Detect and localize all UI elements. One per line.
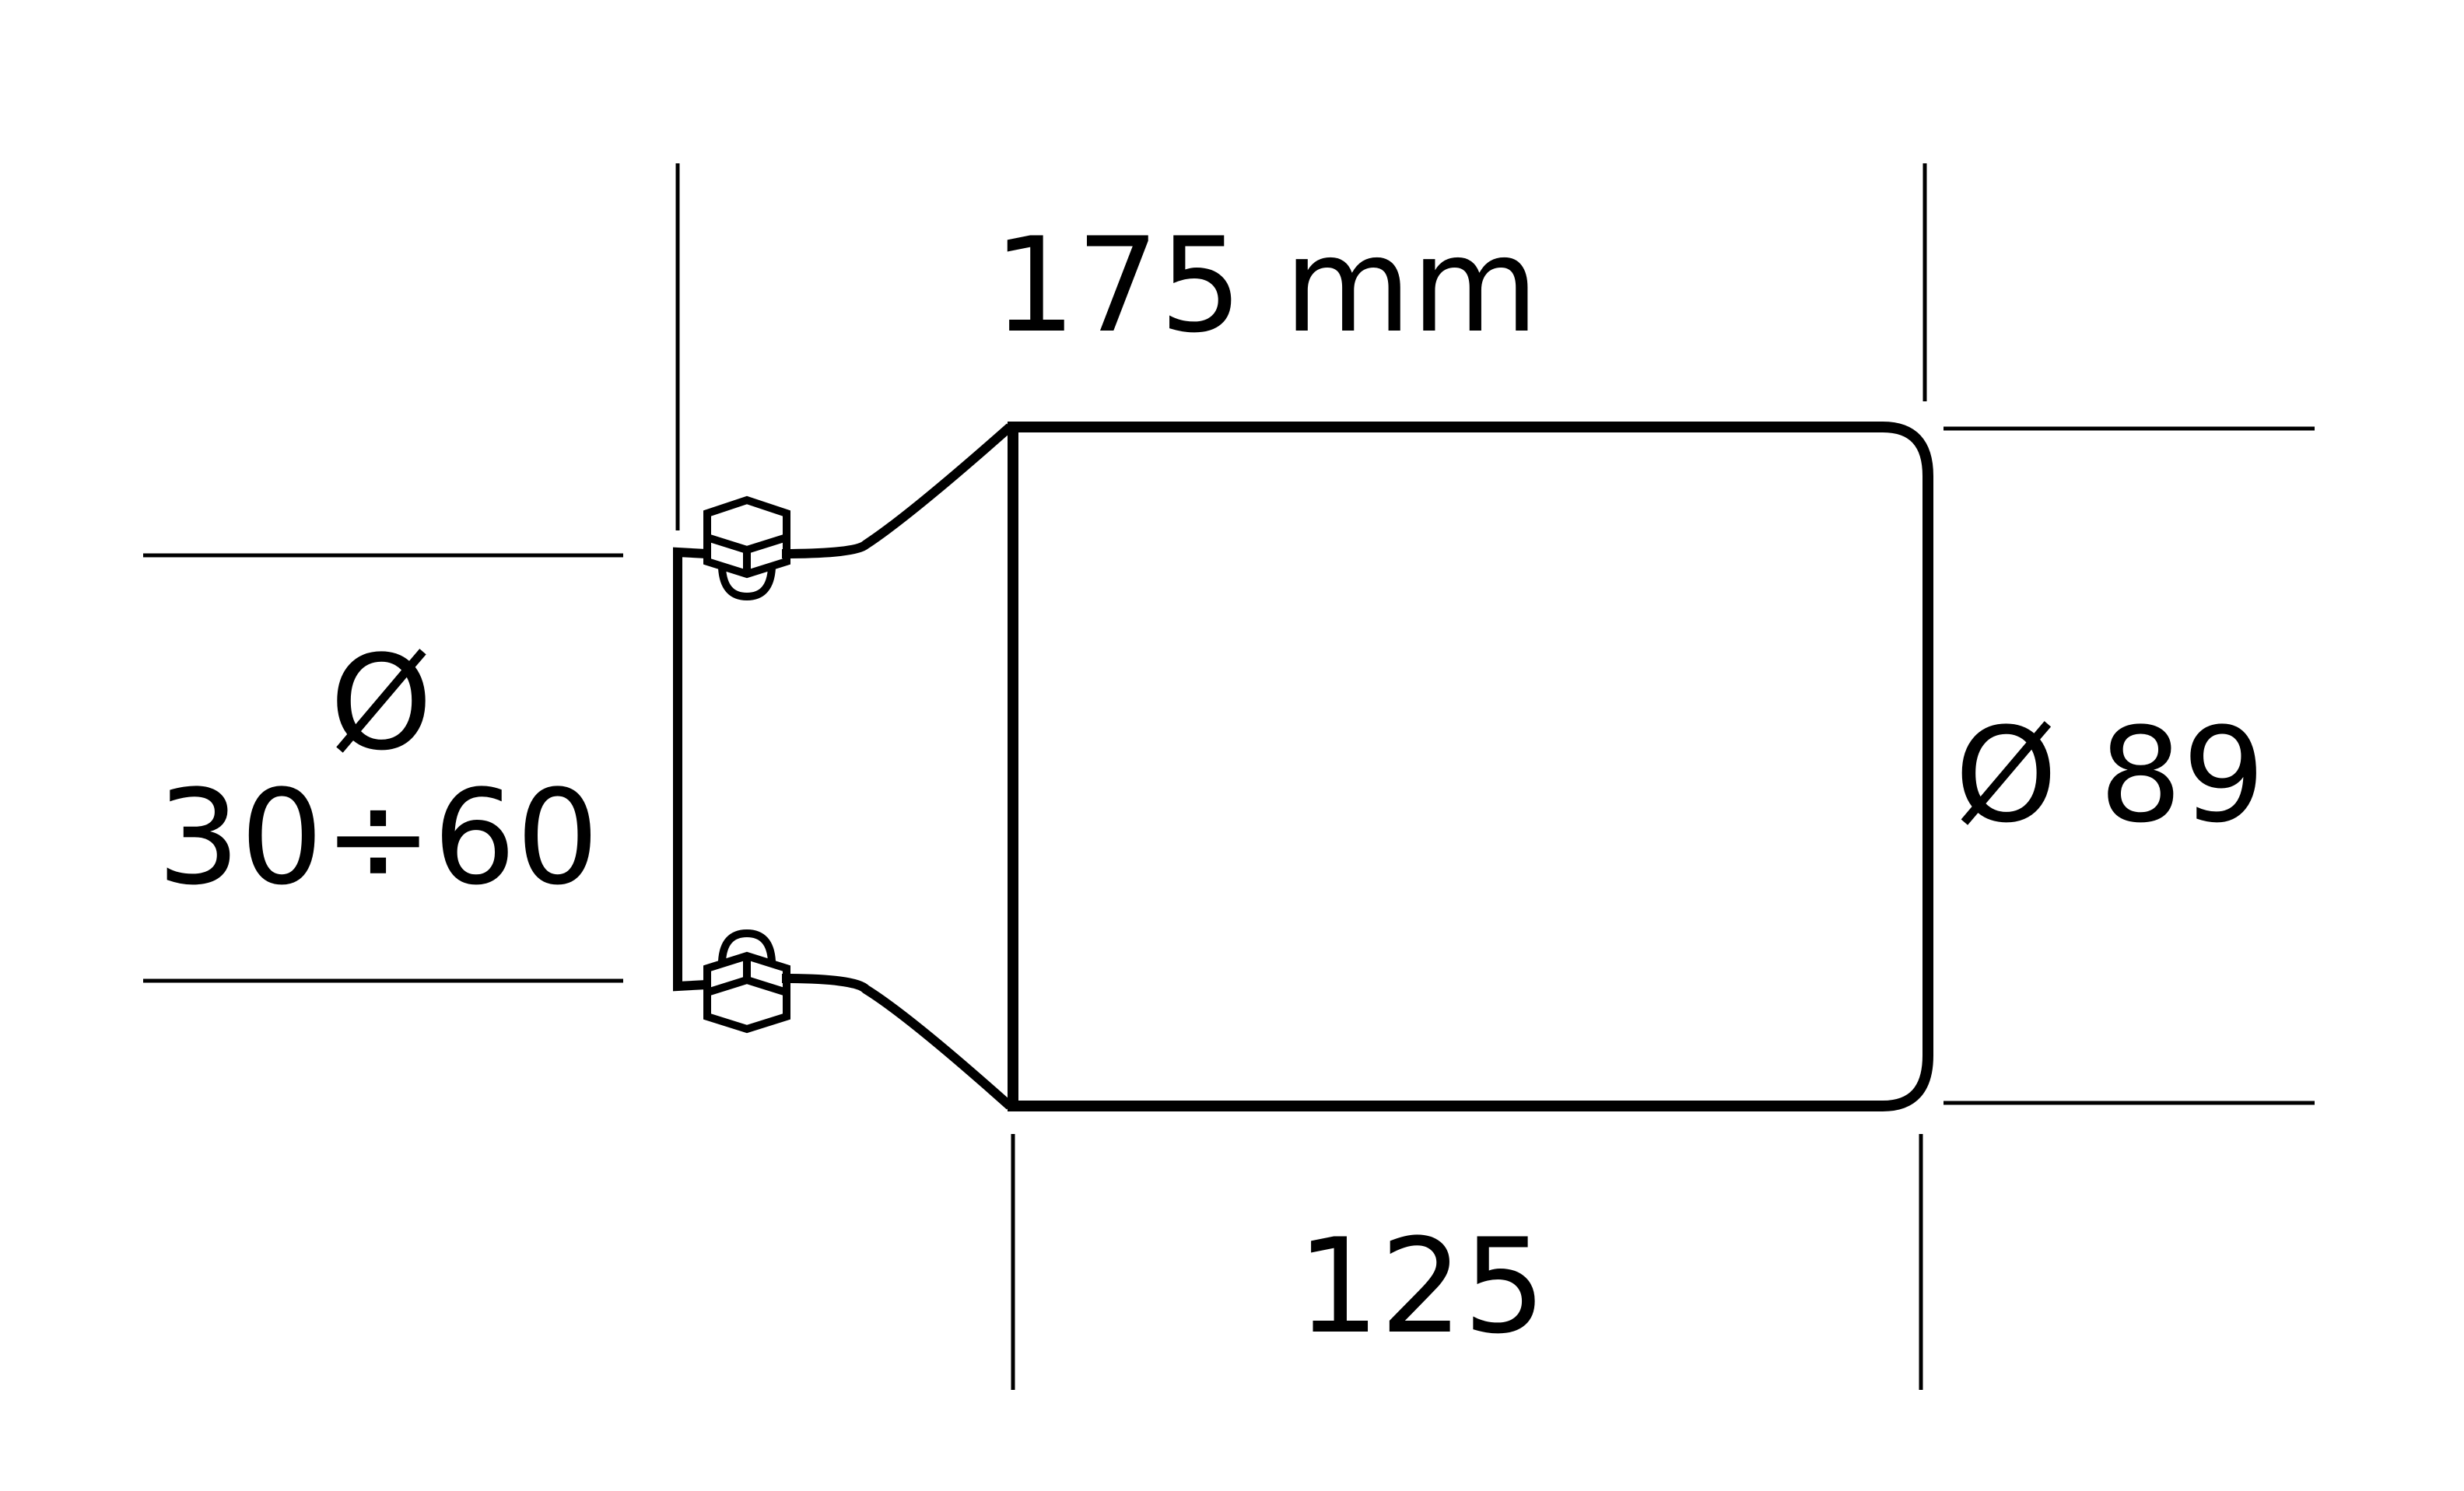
inlet-diameter-range: 30÷60 [157,761,599,914]
upper-clamp-bolt [703,495,790,601]
body-length-label: 125 [1297,1210,1547,1363]
inlet-sleeve [673,547,707,992]
upper-hex-nut [703,495,790,579]
upper-nut-face-line [706,534,788,555]
outlet-diameter-label: Ø 89 [1954,699,2265,852]
dimension-lines [143,163,2315,1390]
upper-bolt-head [718,567,776,601]
outlet-tube-body [1008,422,1933,1111]
inlet-diameter-symbol: Ø [330,627,433,779]
cone-upper-edge [781,423,1013,558]
cone-lower-edge [781,974,1013,1110]
lower-bolt-head [718,929,776,962]
lower-clamp-bolt [703,929,790,1034]
lower-nut-face-line [706,975,788,996]
overall-length-label: 175 mm [993,209,1538,362]
